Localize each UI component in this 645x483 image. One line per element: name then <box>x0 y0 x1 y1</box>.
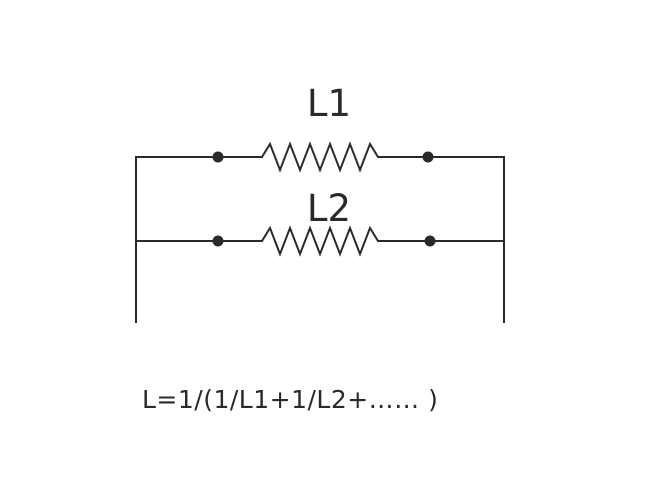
resistor-l1 <box>261 141 382 173</box>
node-top-left <box>212 151 224 163</box>
node-bottom-right <box>424 235 436 247</box>
formula-text: L=1/(1/L1+1/L2+…… ) <box>142 385 438 414</box>
node-top-right <box>422 151 434 163</box>
resistor-l2 <box>261 225 382 257</box>
label-l1: L1 <box>307 82 351 125</box>
node-bottom-left <box>212 235 224 247</box>
label-l2: L2 <box>307 187 351 230</box>
